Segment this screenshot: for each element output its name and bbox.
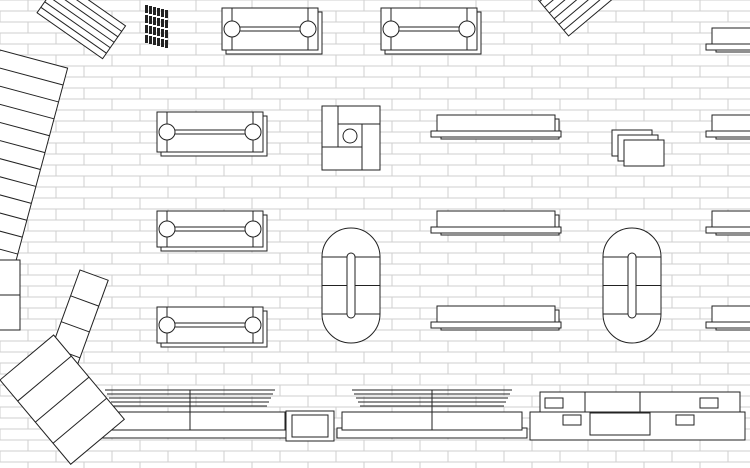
table-5: [380, 7, 482, 55]
round-end: [299, 20, 317, 38]
round-end: [458, 20, 476, 38]
entry-mat: [285, 410, 335, 442]
shelf-3: [430, 305, 562, 331]
round-end: [244, 316, 262, 334]
square-display: [321, 105, 381, 171]
table-2: [156, 210, 268, 252]
edge-shelf: [705, 210, 750, 236]
bottom-counter-2: [336, 389, 528, 439]
shelf-1: [430, 114, 562, 140]
edge-shelf: [705, 305, 750, 331]
top-left-rack: [36, 0, 127, 60]
round-end: [223, 20, 241, 38]
left-wall-shelving: [0, 49, 69, 272]
table-4: [221, 7, 323, 55]
round-end: [158, 220, 176, 238]
top-right-rack: [529, 0, 616, 37]
shelf-2: [430, 210, 562, 236]
edge-shelf: [705, 27, 750, 53]
round-end: [244, 123, 262, 141]
oval-table-1: [321, 227, 381, 344]
table-3: [156, 306, 268, 348]
stacked-boxes: [611, 129, 665, 167]
round-end: [158, 123, 176, 141]
round-end: [158, 316, 176, 334]
oval-table-2: [602, 227, 662, 344]
grid-rack: [145, 5, 168, 48]
edge-shelf: [705, 114, 750, 140]
round-end: [382, 20, 400, 38]
round-end: [244, 220, 262, 238]
left-cabinet: [0, 259, 21, 331]
bottom-counter-3: [529, 391, 746, 441]
table-1: [156, 111, 268, 157]
bottom-left-rack: [0, 334, 126, 465]
